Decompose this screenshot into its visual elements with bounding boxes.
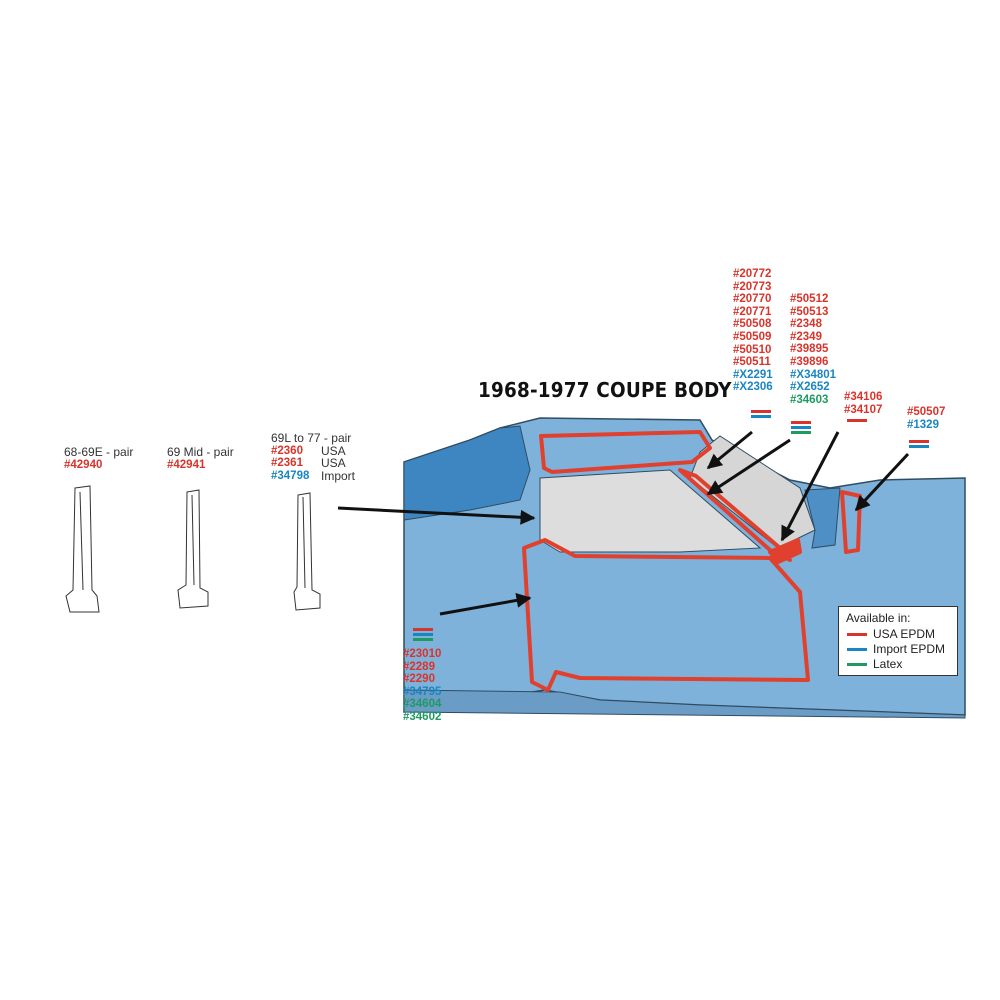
part-number: #20772: [733, 268, 772, 280]
legend-item-usa: USA EPDM: [847, 627, 935, 641]
part-number: #34795: [403, 685, 442, 698]
rear-seal-parts: #50507#1329: [907, 406, 945, 431]
part-note: Import: [321, 468, 356, 483]
pillar-label-68-69e: 68-69E - pair #42940: [64, 446, 133, 471]
availability-legend: Available in: USA EPDM Import EPDM Latex: [838, 606, 958, 676]
part-number: #20773: [733, 280, 772, 293]
windshield-availability-swatches: [791, 421, 811, 436]
cowl: [804, 487, 841, 549]
pillar-caption: 69 Mid - pair: [167, 445, 234, 459]
part-number: #50510: [733, 343, 772, 356]
part-number: #34603: [790, 393, 829, 406]
part-number: #2290: [403, 673, 435, 686]
pillar-caption: 68-69E - pair: [64, 445, 134, 459]
part-number: #20770: [733, 293, 772, 306]
pillar-shape: [65, 485, 100, 613]
part-number: #50508: [733, 318, 772, 331]
callout-arrows: [337, 430, 910, 616]
legend-swatch: [847, 632, 867, 636]
part-number: #X34801: [790, 368, 837, 381]
corner-availability-swatches: [847, 419, 867, 424]
part-number: #50509: [733, 330, 772, 343]
pillar-inner-line: [191, 494, 195, 586]
legend-swatch: [847, 647, 867, 651]
pillar-caption: 69L to 77 - pair: [271, 431, 352, 445]
part-note: USA: [321, 443, 346, 458]
part-number: #34602: [403, 710, 442, 723]
arrow-corner: [780, 431, 840, 542]
part-number: #50511: [733, 356, 771, 369]
part-number: #2349: [790, 330, 822, 343]
part-number: #2360: [271, 444, 303, 457]
pillar-68-69e: [65, 485, 100, 613]
part-number: #42941: [167, 458, 206, 471]
pillar-label-69-mid: 69 Mid - pair #42941: [167, 446, 234, 471]
pillar-69l-77: [293, 492, 321, 611]
car-body: [403, 417, 966, 719]
corner-seal-parts: #34106#34107: [844, 391, 882, 416]
part-number: #X2652: [790, 381, 830, 394]
arrow-door: [439, 592, 532, 616]
door-availability-swatches: [413, 628, 433, 643]
windshield-seal-parts: #50512#50513#2348#2349#39895#39896#X3480…: [790, 293, 836, 406]
legend-heading: Available in:: [846, 611, 911, 625]
diagram-title: 1968-1977 COUPE BODY: [478, 378, 732, 402]
part-number: #2361: [271, 457, 303, 470]
door-seal: [522, 538, 810, 692]
lower-rocker: [403, 689, 966, 719]
part-note: USA: [321, 456, 346, 471]
part-number: #42940: [64, 458, 103, 471]
part-number: #34106: [844, 391, 883, 403]
part-number: #39895: [790, 343, 829, 356]
part-number: #23010: [403, 648, 442, 660]
legend-label: USA EPDM: [873, 627, 936, 641]
arrow-roof: [706, 430, 753, 470]
legend-label: Import EPDM: [873, 642, 946, 656]
part-number: #34107: [844, 403, 883, 416]
rear-availability-swatches: [909, 440, 929, 450]
part-number: #1329: [907, 418, 939, 431]
rear-seal: [840, 490, 862, 554]
arrow-pillar: [337, 506, 536, 525]
part-number: #2289: [403, 660, 435, 673]
part-number: #34604: [403, 698, 442, 711]
corner-seal: [768, 538, 802, 564]
part-number: #X2306: [733, 381, 773, 394]
legend-item-latex: Latex: [847, 657, 902, 671]
legend-item-import: Import EPDM: [847, 642, 945, 656]
legend-swatch: [847, 662, 867, 666]
part-number: #50507: [907, 406, 946, 418]
rear-quarter-dark: [403, 425, 531, 521]
seals: [522, 430, 862, 692]
part-number: #50512: [790, 293, 829, 305]
roof-panel-seal: [539, 430, 712, 474]
door-seal-parts: #23010#2289#2290#34795#34604#34602: [403, 648, 441, 724]
roof-seal-parts: #20772#20773#20770#20771#50508#50509#505…: [733, 268, 773, 394]
roof-availability-swatches: [751, 410, 771, 420]
part-number: #X2291: [733, 368, 773, 381]
pillar-69-mid: [177, 489, 209, 609]
part-number: #20771: [733, 305, 772, 318]
legend-label: Latex: [873, 657, 903, 671]
arrow-rear: [854, 452, 910, 512]
pillar-inner-line: [302, 496, 306, 589]
pillar-shape: [293, 492, 321, 611]
part-number: #34798: [271, 469, 310, 482]
arrow-windshield: [706, 438, 791, 496]
pillar-inner-line: [79, 491, 84, 591]
part-number: #50513: [790, 305, 829, 318]
part-number: #39896: [790, 355, 829, 368]
part-number: #2348: [790, 318, 822, 331]
